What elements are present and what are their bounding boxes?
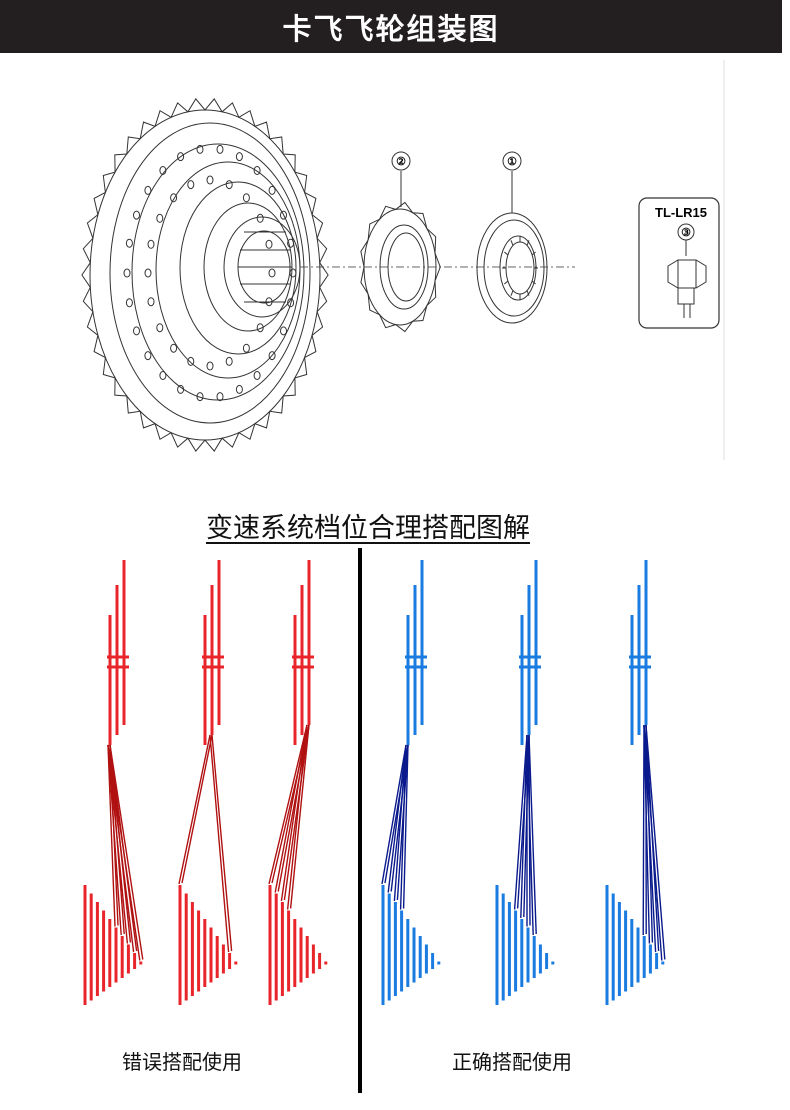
gear-guide-title: 变速系统档位合理搭配图解	[206, 513, 530, 544]
chainring-icon	[107, 560, 129, 745]
chain-line-icon	[268, 724, 310, 910]
chain-line-icon	[513, 734, 537, 936]
cassette-sprocket-icon	[81, 98, 329, 452]
callout-2-icon	[391, 151, 411, 171]
chainring-icon	[405, 560, 427, 745]
chain-line-icon	[178, 734, 233, 953]
cassette-icon	[495, 885, 555, 1005]
chain-line-icon	[381, 744, 409, 910]
callout-3: ③	[681, 227, 691, 239]
lockring-icon	[476, 212, 548, 324]
right-combination-label: 正确搭配使用	[452, 1050, 572, 1074]
gear-combination-4	[381, 560, 441, 1005]
cassette-assembly-diagram: ② ① TL-LR15 ③	[81, 60, 725, 460]
gear-combination-5	[495, 560, 555, 1005]
cassette-icon	[381, 885, 441, 1005]
page-header: 卡飞飞轮组装图	[0, 0, 782, 53]
callout-1: ①	[507, 156, 517, 168]
tool-name: TL-LR15	[655, 205, 707, 220]
chainring-icon	[292, 560, 314, 745]
small-cog-icon	[360, 201, 441, 333]
gear-combination-2	[178, 560, 238, 1005]
callout-2: ②	[396, 156, 406, 168]
lockring-tool-icon	[667, 259, 707, 318]
cassette-icon	[178, 885, 238, 1005]
wrong-combination-label: 错误搭配使用	[122, 1050, 242, 1074]
chainring-icon	[519, 560, 541, 745]
page-title: 卡飞飞轮组装图	[282, 11, 500, 46]
chain-line-icon	[642, 724, 666, 961]
chainring-icon	[629, 560, 651, 745]
chainring-icon	[202, 560, 224, 745]
gear-combination-3	[268, 560, 328, 1005]
tool-box: TL-LR15 ③	[638, 197, 720, 329]
cassette-icon	[605, 885, 665, 1005]
cassette-icon	[83, 885, 143, 1005]
gear-combination-6	[605, 560, 666, 1005]
gear-combination-1	[83, 560, 144, 1005]
callout-1-icon	[502, 151, 522, 171]
chain-line-icon	[107, 744, 144, 961]
cassette-icon	[268, 885, 328, 1005]
gear-combination-diagram	[83, 548, 666, 1093]
